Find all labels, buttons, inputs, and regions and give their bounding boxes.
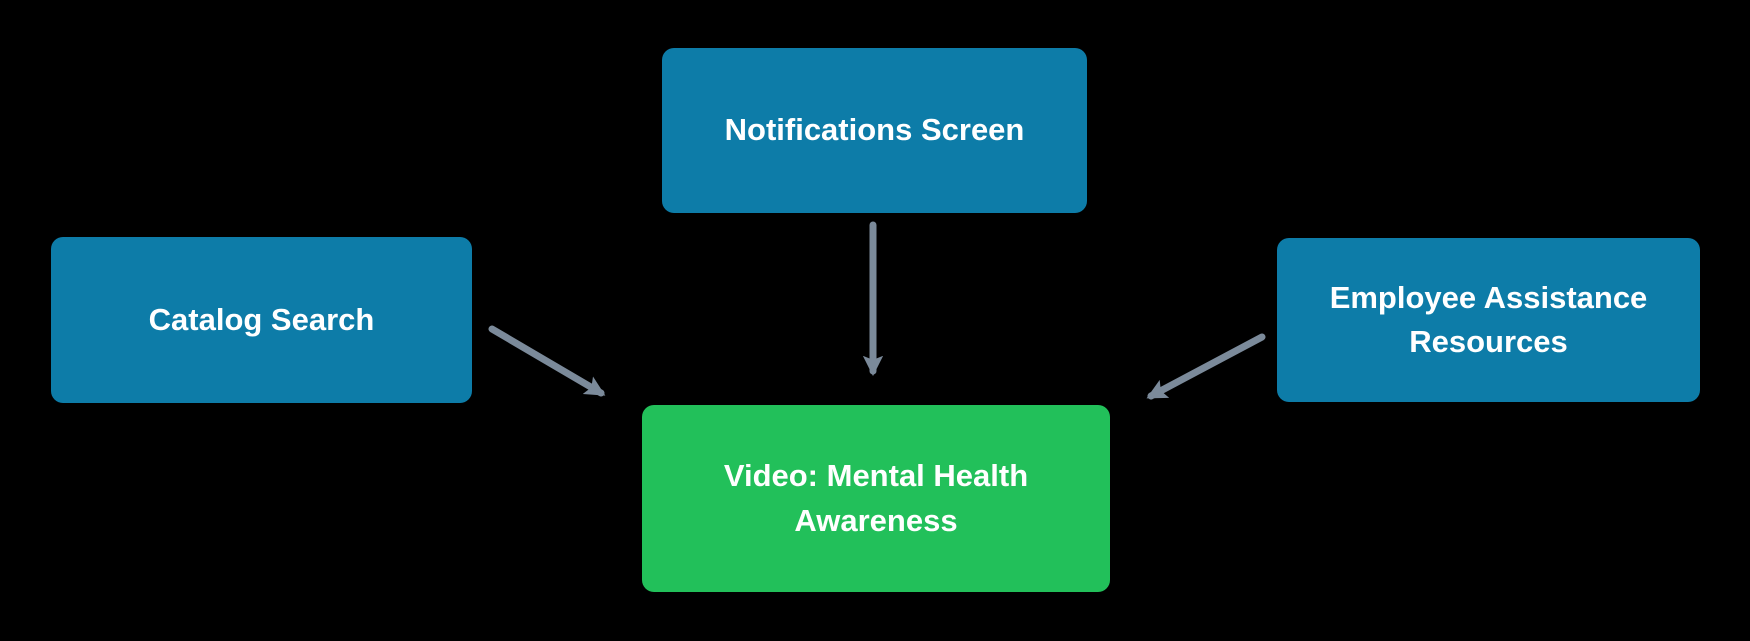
node-notifications-label: Notifications Screen <box>724 112 1025 148</box>
node-catalog-search: Catalog Search <box>51 237 472 403</box>
node-video-mental-health: Video: Mental Health Awareness <box>642 405 1110 592</box>
node-notifications-screen: Notifications Screen <box>662 48 1087 213</box>
arrow-employee-to-video <box>1146 333 1266 400</box>
node-employee-label: Employee Assistance Resources <box>1329 279 1648 359</box>
node-video-label: Video: Mental Health Awareness <box>723 458 1029 538</box>
node-employee-assistance: Employee Assistance Resources <box>1277 238 1700 402</box>
node-catalog-label: Catalog Search <box>148 301 375 337</box>
arrow-catalog-to-video <box>488 325 606 397</box>
